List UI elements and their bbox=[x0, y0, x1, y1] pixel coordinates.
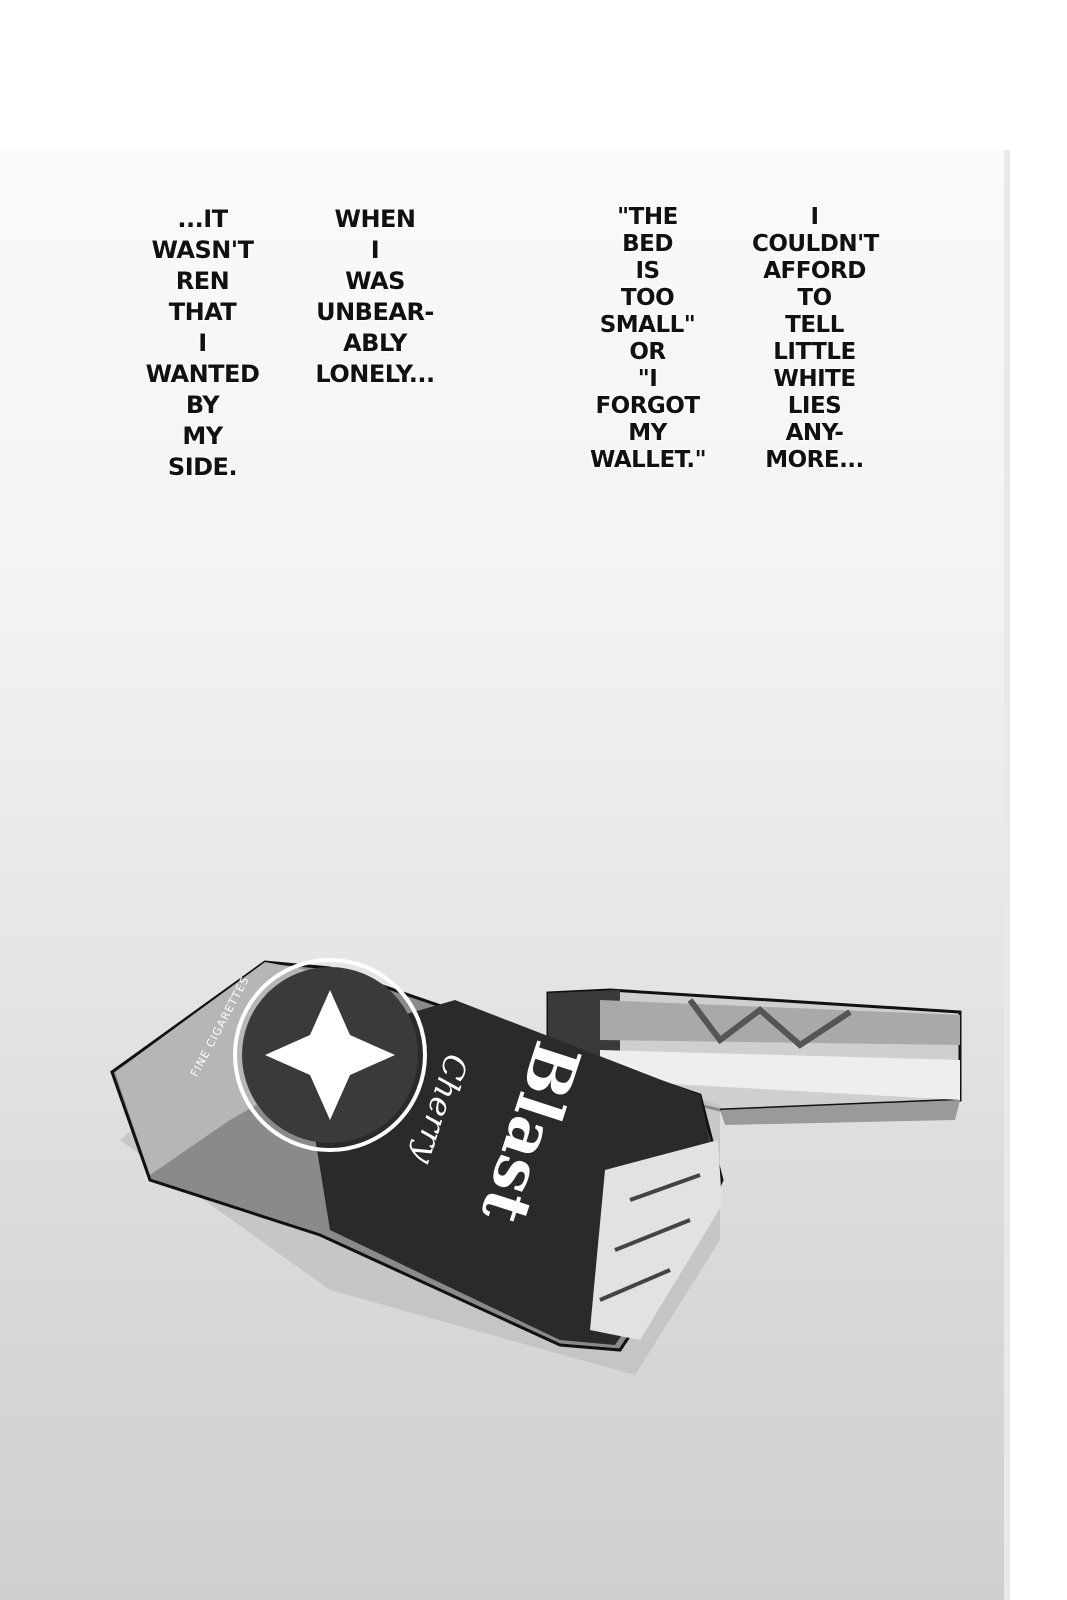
cigarette-pack-illustration bbox=[110, 958, 724, 1375]
caption-2: WHEN I WAS UNBEAR- ABLY LONELY... bbox=[315, 205, 435, 388]
illustration-panel bbox=[0, 150, 1010, 1600]
caption-1: ...IT WASN'T REN THAT I WANTED BY MY SID… bbox=[145, 205, 260, 481]
caption-3: "THE BED IS TOO SMALL" OR "I FORGOT MY W… bbox=[590, 204, 707, 473]
caption-4: I COULDN'T AFFORD TO TELL LITTLE WHITE L… bbox=[752, 204, 879, 473]
panel-edge bbox=[1004, 150, 1010, 1600]
